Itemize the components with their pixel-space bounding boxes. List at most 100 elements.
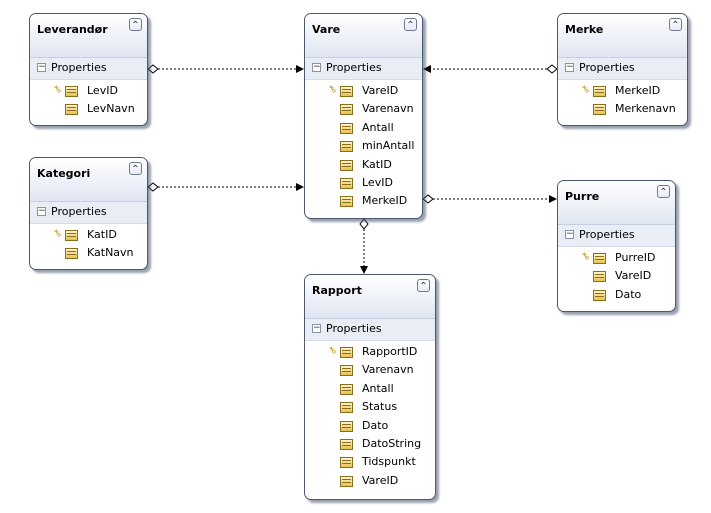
double-chevron-up-icon[interactable]: ⌃ (129, 162, 142, 175)
property-name: LevID (87, 84, 118, 97)
property-row[interactable]: LevNavn (30, 101, 147, 119)
association-kategori-vare[interactable] (147, 182, 304, 192)
property-name: KatID (362, 157, 392, 171)
property-icon (340, 122, 353, 134)
property-name: VareID (362, 473, 399, 487)
entity-header[interactable]: Merke ⌃ (558, 14, 687, 58)
primary-key-icon: ⚷ (326, 344, 340, 357)
properties-section[interactable]: −Properties (305, 58, 422, 80)
property-row[interactable]: Antall (305, 120, 422, 138)
properties-section[interactable]: −Properties (558, 225, 675, 247)
property-row[interactable]: KatID (305, 157, 422, 175)
property-name: Dato (362, 418, 389, 432)
property-row[interactable]: ⚷LevID (30, 83, 147, 101)
property-row[interactable]: LevID (305, 175, 422, 193)
association-merke-vare[interactable] (423, 64, 558, 74)
property-name: KatNavn (87, 246, 134, 260)
entity-title: Leverandør (37, 23, 108, 36)
diamond-end-icon (422, 194, 434, 204)
property-row[interactable]: Varenavn (305, 101, 422, 119)
properties-section-label: Properties (326, 322, 382, 335)
primary-key-icon: ⚷ (326, 83, 340, 96)
minus-icon[interactable]: − (37, 62, 46, 72)
property-icon (593, 104, 606, 116)
property-row[interactable]: ⚷ PurreID (558, 250, 675, 268)
association-leverandor-vare[interactable] (147, 64, 304, 74)
entity-header[interactable]: Vare ⌃ (305, 14, 422, 58)
property-icon (340, 347, 353, 358)
property-row[interactable]: Dato (305, 418, 435, 436)
properties-section-label: Properties (579, 61, 635, 74)
primary-key-icon: ⚷ (579, 250, 593, 263)
property-name: Merkenavn (615, 102, 676, 116)
entity-title: Kategori (37, 167, 91, 180)
property-name: VareID (615, 269, 652, 283)
minus-icon[interactable]: − (312, 323, 321, 333)
entity-header[interactable]: Leverandør ⌃ (30, 14, 147, 58)
property-icon (340, 438, 353, 450)
property-icon (340, 159, 353, 171)
association-vare-rapport[interactable] (359, 218, 369, 274)
property-row[interactable]: Tidspunkt (305, 454, 435, 472)
property-row[interactable]: ⚷ VareID (305, 83, 422, 101)
property-row[interactable]: minAntall (305, 138, 422, 156)
property-icon (340, 177, 353, 189)
double-chevron-up-icon[interactable]: ⌃ (657, 185, 670, 198)
property-row[interactable]: Dato (558, 287, 675, 305)
minus-icon[interactable]: − (565, 62, 574, 72)
property-row[interactable]: MerkeID (305, 193, 422, 211)
property-row[interactable]: ⚷MerkeID (558, 83, 687, 101)
minus-icon[interactable]: − (312, 62, 321, 72)
property-row[interactable]: ⚷RapportID (305, 344, 435, 362)
entity-title: Merke (565, 23, 604, 36)
property-icon (593, 289, 606, 301)
property-icon (593, 253, 606, 264)
property-icon (65, 230, 78, 241)
double-chevron-up-icon[interactable]: ⌃ (417, 279, 430, 292)
property-icon (340, 402, 353, 414)
property-row[interactable]: Antall (305, 381, 435, 399)
properties-section-label: Properties (579, 228, 635, 241)
double-chevron-up-icon[interactable]: ⌃ (404, 18, 417, 31)
double-chevron-up-icon[interactable]: ⌃ (129, 18, 142, 31)
property-row[interactable]: ⚷KatID (30, 227, 147, 245)
property-name: VareID (362, 84, 399, 97)
entity-header[interactable]: Purre⌃ (558, 181, 675, 225)
property-row[interactable]: VareID (305, 473, 435, 491)
properties-section[interactable]: −Properties (558, 58, 687, 80)
property-row[interactable]: Varenavn (305, 362, 435, 380)
property-icon (65, 248, 78, 260)
property-row[interactable]: Status (305, 399, 435, 417)
property-row[interactable]: Merkenavn (558, 101, 687, 119)
property-row[interactable]: KatNavn (30, 245, 147, 263)
entity-header[interactable]: Rapport⌃ (305, 275, 435, 319)
minus-icon[interactable]: − (37, 206, 46, 216)
property-row[interactable]: DatoString (305, 436, 435, 454)
properties-section[interactable]: −Properties (30, 58, 147, 80)
double-chevron-up-icon[interactable]: ⌃ (669, 18, 682, 31)
property-name: PurreID (615, 251, 656, 264)
property-name: LevNavn (87, 102, 135, 116)
properties-section[interactable]: −Properties (305, 319, 435, 341)
property-name: Antall (362, 381, 394, 395)
properties-section[interactable]: −Properties (30, 202, 147, 224)
property-icon (340, 383, 353, 395)
property-row[interactable]: VareID (558, 268, 675, 286)
diamond-end-icon (147, 182, 159, 192)
minus-icon[interactable]: − (565, 229, 574, 239)
entity-title: Vare (312, 23, 341, 36)
property-name: Varenavn (362, 363, 414, 377)
property-icon (340, 196, 353, 208)
association-vare-purre[interactable] (422, 194, 557, 204)
entity-header[interactable]: Kategori ⌃ (30, 158, 147, 202)
property-icon (340, 86, 353, 97)
